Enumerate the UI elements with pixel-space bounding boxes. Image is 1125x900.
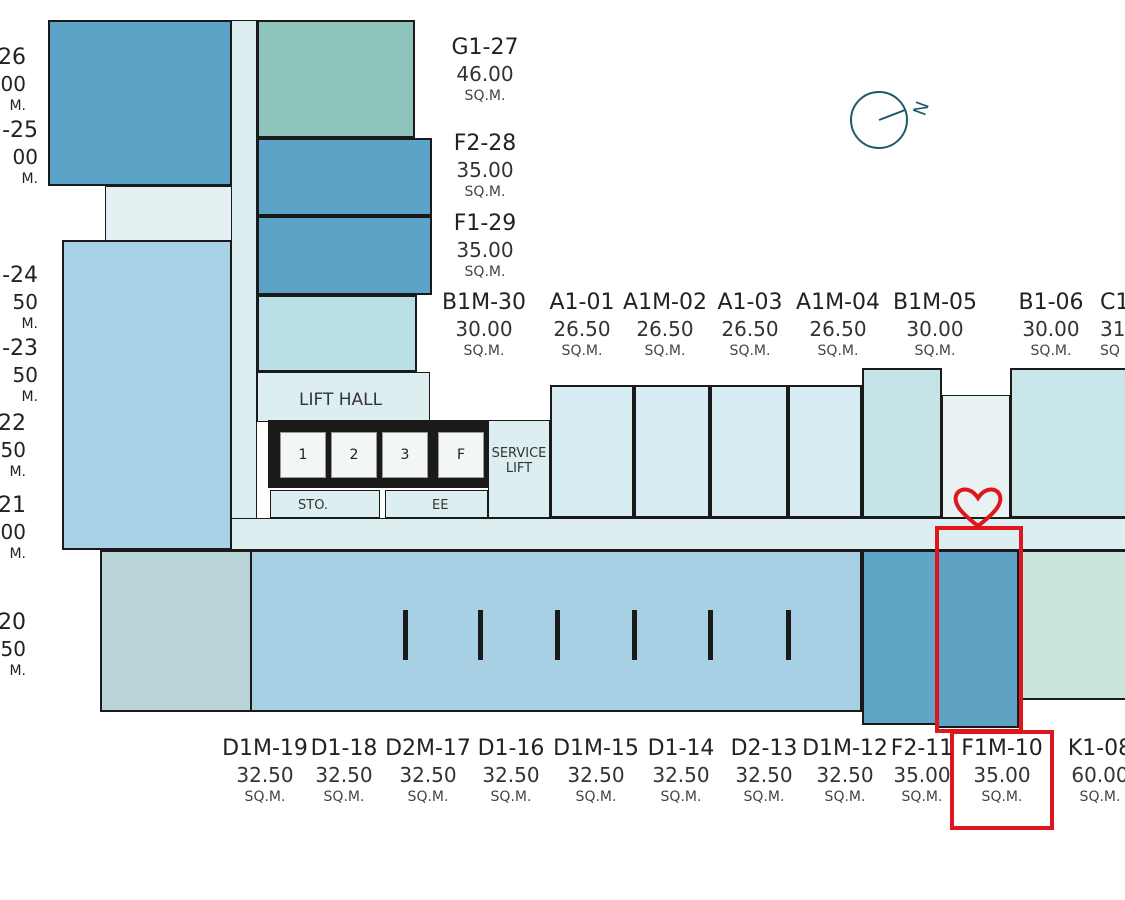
- ee-room: [385, 490, 488, 518]
- party-wall: [708, 385, 712, 518]
- highlight-box-unit: [935, 526, 1023, 733]
- unit-B1-06[interactable]: [1010, 368, 1125, 518]
- storage-label: STO.: [298, 498, 329, 513]
- unit-block-A1[interactable]: [550, 385, 862, 518]
- party-wall: [555, 610, 560, 660]
- vertical-corridor: [230, 20, 257, 550]
- ee-label: EE: [432, 498, 449, 513]
- party-wall: [708, 610, 713, 660]
- party-wall: [786, 385, 790, 518]
- svg-text:N: N: [910, 99, 934, 119]
- unit-K1-08[interactable]: [1019, 550, 1125, 700]
- unit-F2-28[interactable]: [257, 138, 432, 216]
- lift-hall-label: LIFT HALL: [299, 390, 383, 410]
- unit-F1-29[interactable]: [257, 216, 432, 295]
- unit-F2-11[interactable]: [862, 550, 937, 725]
- lift-fire: F: [438, 432, 484, 478]
- highlight-box-label: [950, 730, 1054, 830]
- lift-1: 1: [280, 432, 326, 478]
- stair-left: [105, 186, 232, 241]
- party-wall: [403, 610, 408, 660]
- lift-hall: [257, 372, 430, 422]
- party-wall: [786, 610, 791, 660]
- service-lift: [488, 420, 550, 518]
- unit-block-left-bottom[interactable]: [100, 550, 252, 712]
- lift-3: 3: [382, 432, 428, 478]
- party-wall: [632, 385, 636, 518]
- service-lift-label: SERVICE LIFT: [491, 446, 547, 476]
- north-compass-icon: N: [850, 91, 934, 149]
- lift-2: 2: [331, 432, 377, 478]
- unit-B1M-30[interactable]: [257, 295, 417, 372]
- storage-room: [270, 490, 380, 518]
- unit-block-left-top[interactable]: [48, 20, 232, 186]
- party-wall: [478, 610, 483, 660]
- unit-block-left-mid[interactable]: [62, 240, 232, 550]
- heart-icon: [953, 487, 1003, 528]
- unit-G1-27[interactable]: [257, 20, 415, 138]
- unit-B1M-05[interactable]: [862, 368, 942, 518]
- party-wall: [632, 610, 637, 660]
